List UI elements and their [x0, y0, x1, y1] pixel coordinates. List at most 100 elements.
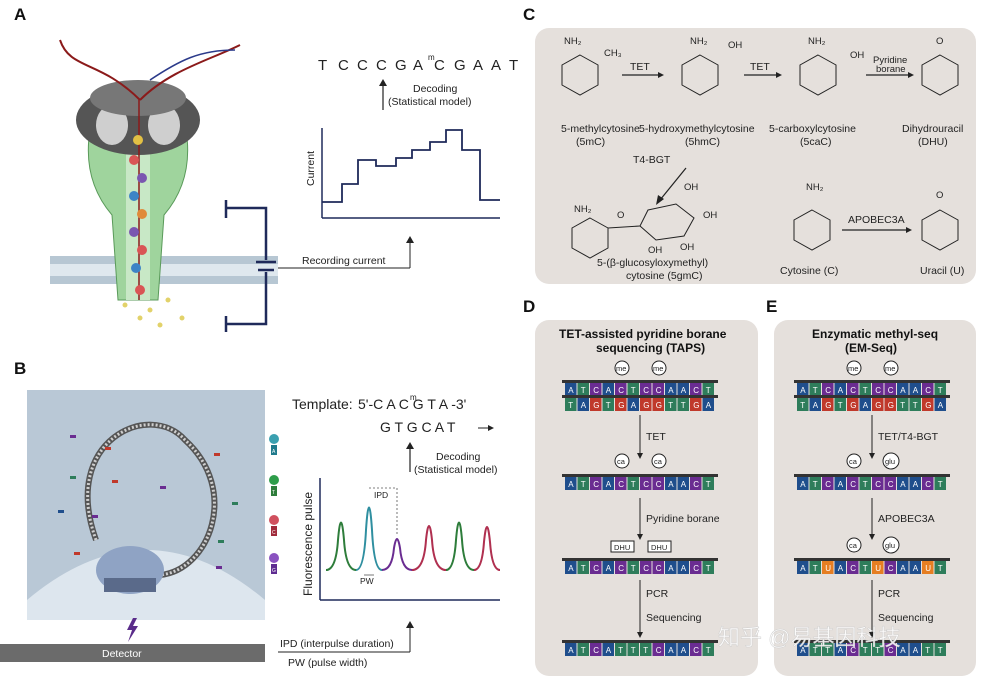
step-label: TET/T4-BGT [878, 431, 939, 443]
base-letter: T [863, 646, 868, 655]
panel-a-label: A [14, 5, 26, 24]
base-letter: C [850, 386, 856, 395]
base-letter: T [681, 401, 686, 410]
base-cell [859, 643, 871, 656]
base-letter: A [900, 386, 906, 395]
seq-base: C [357, 57, 368, 74]
base-letter: T [706, 564, 711, 573]
base-cell [859, 561, 871, 574]
atom-label: OH [648, 245, 662, 256]
base-letter: T [863, 564, 868, 573]
base-letter: A [606, 564, 612, 573]
base-cell [652, 398, 664, 411]
base-cell [640, 477, 652, 490]
base-cell [809, 477, 821, 490]
base-letter: A [681, 646, 687, 655]
b-recording-arrowhead [406, 621, 414, 628]
backbone [794, 558, 950, 561]
atom-label: OH [703, 210, 717, 221]
base-cell [577, 477, 589, 490]
base-letter: A [668, 386, 674, 395]
base-letter: U [925, 564, 931, 573]
base-cell [847, 398, 859, 411]
base-cell [602, 398, 614, 411]
base-cell [834, 398, 846, 411]
structure-5cac [799, 54, 837, 96]
base-letter: T [938, 480, 943, 489]
base-letter: C [656, 646, 662, 655]
b-decoding-label: Decoding [436, 451, 481, 463]
base-letter: T [631, 480, 636, 489]
base-cell [615, 398, 627, 411]
base-cell [897, 477, 909, 490]
base-letter: T [568, 401, 573, 410]
base-cell [627, 477, 639, 490]
base-letter: C [618, 386, 624, 395]
seq-base: C [338, 57, 349, 74]
base-letter: G [888, 401, 894, 410]
base-cell [834, 383, 846, 396]
seq-base: C [376, 57, 387, 74]
panel-a-sequence: T C C C G A m C G A A T [318, 53, 518, 74]
mod-tag: me [885, 364, 895, 373]
compound-abbr: (5mC) [576, 136, 605, 148]
base-cell [909, 643, 921, 656]
base-cell [859, 398, 871, 411]
atom-label: NH₂ [808, 36, 826, 47]
base-cell [897, 643, 909, 656]
ipd-long-label: IPD (interpulse duration) [280, 638, 394, 650]
base-cell [922, 477, 934, 490]
reaction-arrowhead [906, 227, 912, 233]
base-letter: T [631, 646, 636, 655]
base-letter: U [875, 564, 881, 573]
base-cell [565, 398, 577, 411]
compound-abbr: (DHU) [918, 136, 948, 148]
seq-base: A [491, 57, 501, 74]
base-cell [602, 477, 614, 490]
base-cell [872, 398, 884, 411]
base-letter: G [925, 401, 931, 410]
panel-b-label: B [14, 359, 26, 378]
reaction-label: Pyridine [873, 55, 907, 66]
base-cell [922, 383, 934, 396]
base-letter: T [813, 646, 818, 655]
recording-arrowhead [406, 236, 414, 243]
base-letter: G [875, 401, 881, 410]
base-cell [640, 398, 652, 411]
template-prefix: Template: [292, 396, 353, 412]
base-letter: A [838, 646, 844, 655]
atom-label: O [936, 190, 943, 201]
base-cell [602, 643, 614, 656]
base-letter: C [825, 386, 831, 395]
base-letter: A [681, 386, 687, 395]
base-letter: A [838, 564, 844, 573]
base-letter: T [938, 386, 943, 395]
pw-short: PW [360, 576, 374, 586]
lightning-icon [127, 618, 138, 642]
atom-label: NH₂ [564, 36, 582, 47]
mod-tag: me [848, 364, 858, 373]
base-letter: T [631, 386, 636, 395]
reaction-arrow [659, 167, 687, 201]
base-cell [665, 561, 677, 574]
zmw-well [27, 390, 265, 620]
panel-d-label: D [523, 297, 535, 316]
base-cell [809, 643, 821, 656]
base-letter: T [813, 564, 818, 573]
base-cell [859, 477, 871, 490]
reaction-label: TET [630, 61, 650, 73]
base-cell [909, 383, 921, 396]
legend-letter: G [272, 568, 276, 574]
base-cell [934, 477, 946, 490]
base-letter: C [618, 564, 624, 573]
base-cell [909, 477, 921, 490]
base-letter: T [581, 386, 586, 395]
base-letter: A [800, 646, 806, 655]
template-seq: 5'-C A C G T A -3' [358, 396, 466, 412]
base-letter: G [656, 401, 662, 410]
base-cell [884, 643, 896, 656]
base-cell [565, 561, 577, 574]
base-cell [809, 383, 821, 396]
atom-label: OH [684, 182, 698, 193]
